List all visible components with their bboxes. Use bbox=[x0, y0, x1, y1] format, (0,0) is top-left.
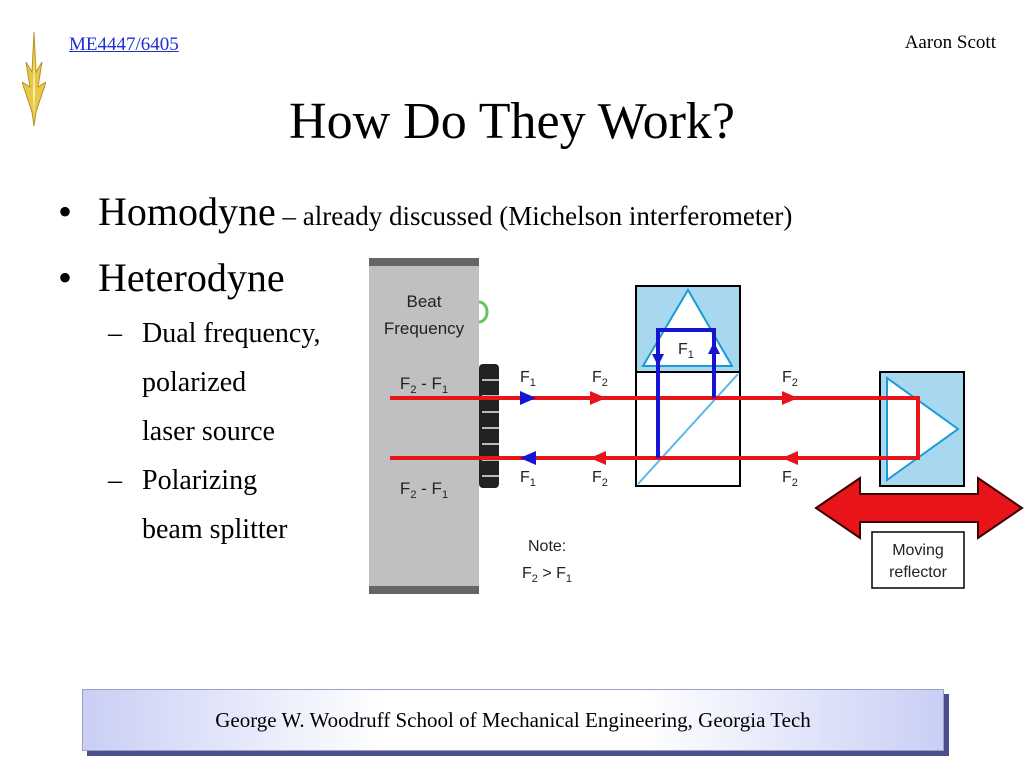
beat-diff-label-bottom: F2 - F1 bbox=[400, 479, 448, 501]
laser-housing bbox=[369, 258, 479, 594]
arrow-left-icon bbox=[590, 451, 606, 465]
arrow-down-icon bbox=[652, 354, 664, 366]
green-indicator-icon bbox=[478, 300, 489, 324]
bullet-heterodyne: • Heterodyne bbox=[58, 254, 285, 302]
moving-reflector-label-line1: Moving bbox=[892, 542, 944, 559]
reflector-return-loop bbox=[916, 396, 920, 460]
subbullet-text: Dual frequency, bbox=[142, 318, 321, 349]
georgia-tech-logo-icon bbox=[22, 32, 46, 126]
bullet-glyph: • bbox=[58, 189, 73, 234]
bullet-homodyne: • Homodyne – already discussed (Michelson… bbox=[58, 188, 792, 240]
arrow-right-icon bbox=[590, 391, 606, 405]
slide-title: How Do They Work? bbox=[289, 93, 735, 150]
laser-aperture bbox=[479, 364, 499, 488]
dash-glyph: – bbox=[108, 318, 122, 349]
arrow-right-icon bbox=[782, 391, 798, 405]
subbullet-continuation: polarized bbox=[142, 367, 247, 398]
moving-reflector-label-box bbox=[871, 531, 965, 589]
dash-glyph: – bbox=[108, 465, 122, 496]
laser-housing-bottom-edge bbox=[369, 586, 479, 594]
subbullet-laser-source: –Dual frequency, bbox=[108, 316, 321, 352]
note-label: Note: bbox=[528, 538, 566, 555]
beat-diff-label-top: F2 - F1 bbox=[400, 374, 448, 396]
arrow-up-icon bbox=[708, 342, 720, 354]
moving-reflector-label-line2: reflector bbox=[889, 564, 947, 581]
label-f2-top-right: F2 bbox=[782, 369, 798, 389]
reference-beam-path bbox=[656, 328, 716, 458]
label-f2-bottom: F2 bbox=[592, 469, 608, 489]
beat-label-line2: Frequency bbox=[384, 319, 465, 338]
label-f2-top: F2 bbox=[592, 369, 608, 389]
subbullet-beam-splitter: –Polarizing bbox=[108, 463, 257, 499]
arrow-right-icon bbox=[520, 391, 536, 405]
beat-label-line1: Beat bbox=[407, 292, 442, 311]
bullet-glyph: • bbox=[58, 255, 73, 300]
note-inequality: F2 > F1 bbox=[522, 565, 572, 585]
subbullet-continuation: beam splitter bbox=[142, 514, 288, 545]
bullet-homodyne-label: Homodyne bbox=[98, 189, 276, 234]
beam-splitter-diagonal bbox=[637, 373, 739, 485]
arrow-left-icon bbox=[782, 451, 798, 465]
label-f2-bottom-right: F2 bbox=[782, 469, 798, 489]
subbullet-continuation: laser source bbox=[142, 416, 275, 447]
movement-double-arrow-icon bbox=[814, 476, 1024, 540]
course-code-link[interactable]: ME4447/6405 bbox=[69, 34, 179, 55]
laser-housing-top-edge bbox=[369, 258, 479, 266]
moving-reflector-corner bbox=[886, 376, 960, 482]
subbullet-text: Polarizing bbox=[142, 465, 258, 496]
author-name: Aaron Scott bbox=[904, 32, 996, 53]
footer-text: George W. Woodruff School of Mechanical … bbox=[215, 708, 811, 732]
bullet-heterodyne-label: Heterodyne bbox=[98, 255, 285, 300]
arrow-left-icon bbox=[520, 451, 536, 465]
heterodyne-interferometer-diagram: Beat Frequency F2 - F1 F2 - F1 F1 F2 F2 … bbox=[369, 258, 1024, 594]
footer-banner: George W. Woodruff School of Mechanical … bbox=[82, 689, 944, 751]
label-f1-top: F1 bbox=[520, 369, 536, 389]
bullet-homodyne-note: – already discussed (Michelson interfero… bbox=[275, 201, 793, 231]
label-f1-inner: F1 bbox=[678, 341, 694, 361]
label-f1-bottom: F1 bbox=[520, 469, 536, 489]
